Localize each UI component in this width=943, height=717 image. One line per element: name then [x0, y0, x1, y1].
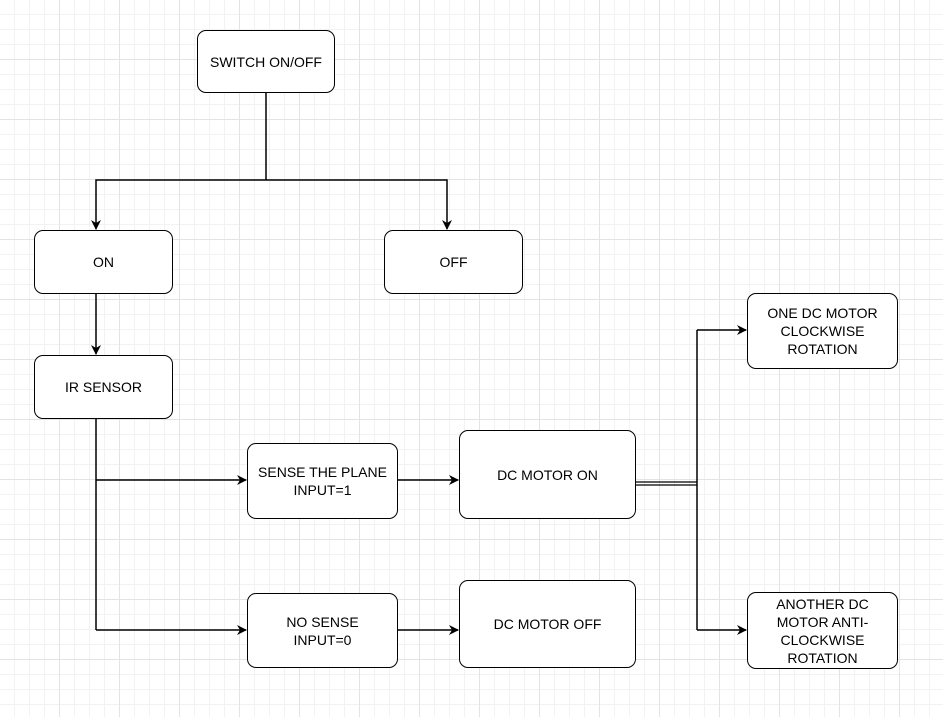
switch-on-off-label: SWITCH ON/OFF: [210, 53, 322, 70]
sense-plane-label: SENSE THE PLANE INPUT=1: [258, 464, 387, 498]
anticlockwise-rotation-node[interactable]: ANOTHER DC MOTOR ANTI- CLOCKWISE ROTATIO…: [747, 592, 898, 669]
dc-motor-on-node[interactable]: DC MOTOR ON: [459, 430, 636, 519]
clockwise-rotation-label: ONE DC MOTOR CLOCKWISE ROTATION: [767, 305, 878, 357]
connector-switch-to-on: [91, 179, 266, 230]
off-label: OFF: [439, 254, 468, 270]
off-node[interactable]: OFF: [384, 230, 523, 294]
ir-sensor-node[interactable]: IR SENSOR: [34, 355, 173, 419]
sense-plane-node[interactable]: SENSE THE PLANE INPUT=1: [247, 443, 398, 519]
switch-on-off-node[interactable]: SWITCH ON/OFF: [197, 30, 335, 93]
dc-motor-off-label: DC MOTOR OFF: [493, 616, 602, 632]
connector-motor-on-out: [635, 481, 697, 486]
on-node[interactable]: ON: [34, 230, 173, 294]
ir-sensor-label: IR SENSOR: [64, 379, 142, 395]
connector-switch-to-off: [266, 179, 452, 230]
no-sense-node[interactable]: NO SENSE INPUT=0: [247, 593, 398, 668]
dc-motor-on-label: DC MOTOR ON: [497, 466, 598, 483]
dc-motor-off-node[interactable]: DC MOTOR OFF: [459, 580, 636, 668]
clockwise-rotation-node[interactable]: ONE DC MOTOR CLOCKWISE ROTATION: [747, 293, 898, 369]
anticlockwise-rotation-label: ANOTHER DC MOTOR ANTI- CLOCKWISE ROTATIO…: [776, 595, 869, 666]
no-sense-label: NO SENSE INPUT=0: [286, 613, 359, 648]
on-label: ON: [93, 254, 114, 270]
